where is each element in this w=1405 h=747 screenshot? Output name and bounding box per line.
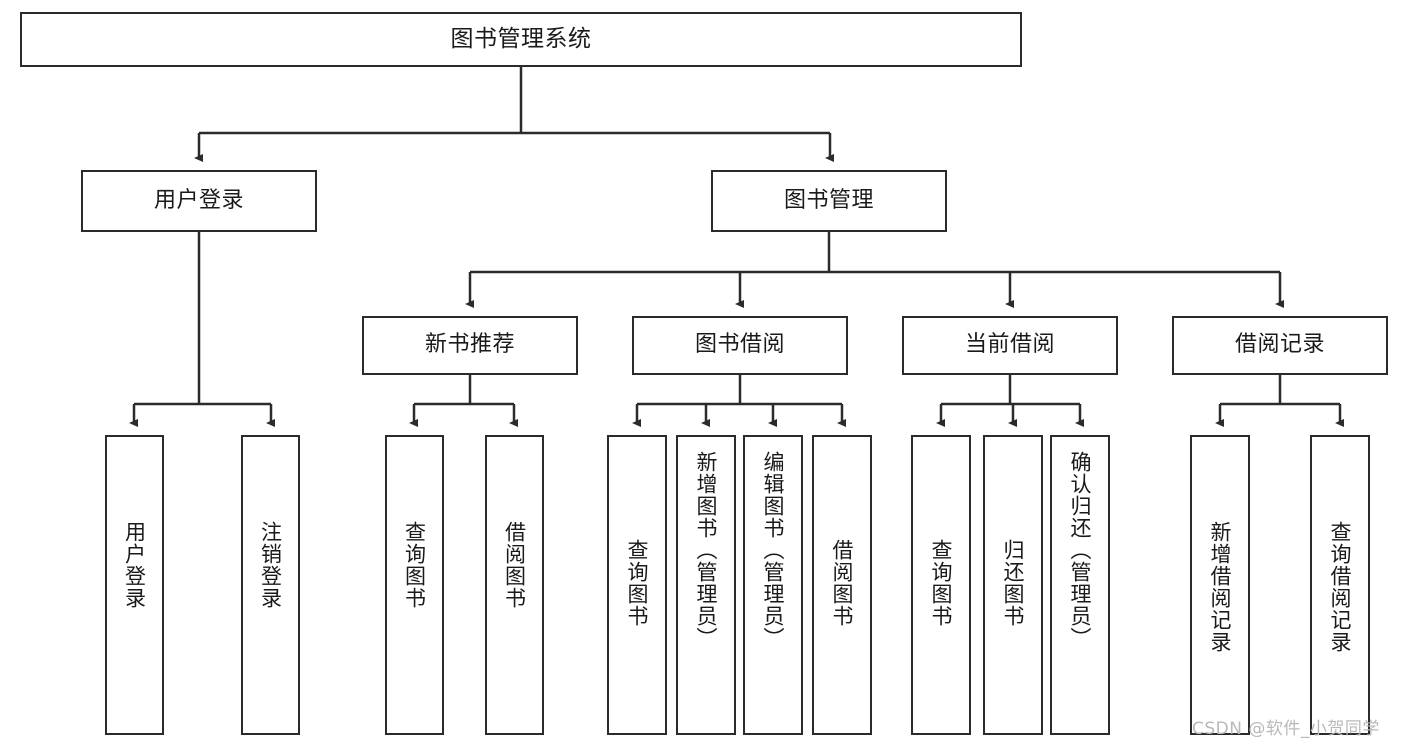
node-leaf-confirm-return-admin[interactable]: 确认归还（管理员） [1050,435,1110,735]
node-leaf-user-login[interactable]: 用户登录 [105,435,164,735]
node-leaf-add-borrow-record[interactable]: 新增借阅记录 [1190,435,1250,735]
node-leaf-borrow-book-1[interactable]: 借阅图书 [485,435,544,735]
node-leaf-query-book-3[interactable]: 查询图书 [911,435,971,735]
node-label: 用户登录 [153,187,244,213]
node-book-management[interactable]: 图书管理 [711,170,947,232]
csdn-watermark: CSDN @软件_小贺同学 [1192,719,1380,739]
node-label: 查询图书 [929,539,954,627]
node-label: 当前借阅 [964,332,1055,358]
node-label: 新增借阅记录 [1208,521,1233,653]
node-new-book-recommend[interactable]: 新书推荐 [362,316,578,375]
node-leaf-borrow-book-2[interactable]: 借阅图书 [812,435,872,735]
node-borrow-record[interactable]: 借阅记录 [1172,316,1388,375]
node-leaf-add-book-admin[interactable]: 新增图书（管理员） [676,435,736,735]
node-user-login[interactable]: 用户登录 [81,170,317,232]
node-label: 归还图书 [1001,539,1026,627]
node-leaf-query-book-1[interactable]: 查询图书 [385,435,444,735]
node-label: 查询图书 [625,539,650,627]
node-book-borrow[interactable]: 图书借阅 [632,316,848,375]
node-current-borrow[interactable]: 当前借阅 [902,316,1118,375]
node-label: 用户登录 [122,521,147,609]
node-label: 注销登录 [258,521,283,609]
node-label: 借阅图书 [502,521,527,609]
node-leaf-query-book-2[interactable]: 查询图书 [607,435,667,735]
node-label: 查询图书 [402,521,427,609]
node-root-system[interactable]: 图书管理系统 [20,12,1022,67]
node-label: 查询借阅记录 [1328,521,1353,653]
node-label: 图书管理 [783,187,874,213]
node-label: 新增图书（管理员） [694,451,719,649]
node-leaf-return-book[interactable]: 归还图书 [983,435,1043,735]
node-label: 图书管理系统 [450,25,592,52]
node-label: 借阅记录 [1234,332,1325,358]
node-label: 新书推荐 [424,332,515,358]
node-label: 图书借阅 [694,332,785,358]
node-label: 编辑图书（管理员） [761,451,786,649]
node-leaf-query-borrow-record[interactable]: 查询借阅记录 [1310,435,1370,735]
node-leaf-edit-book-admin[interactable]: 编辑图书（管理员） [743,435,803,735]
node-leaf-logout-login[interactable]: 注销登录 [241,435,300,735]
node-label: 借阅图书 [830,539,855,627]
node-label: 确认归还（管理员） [1068,451,1093,649]
